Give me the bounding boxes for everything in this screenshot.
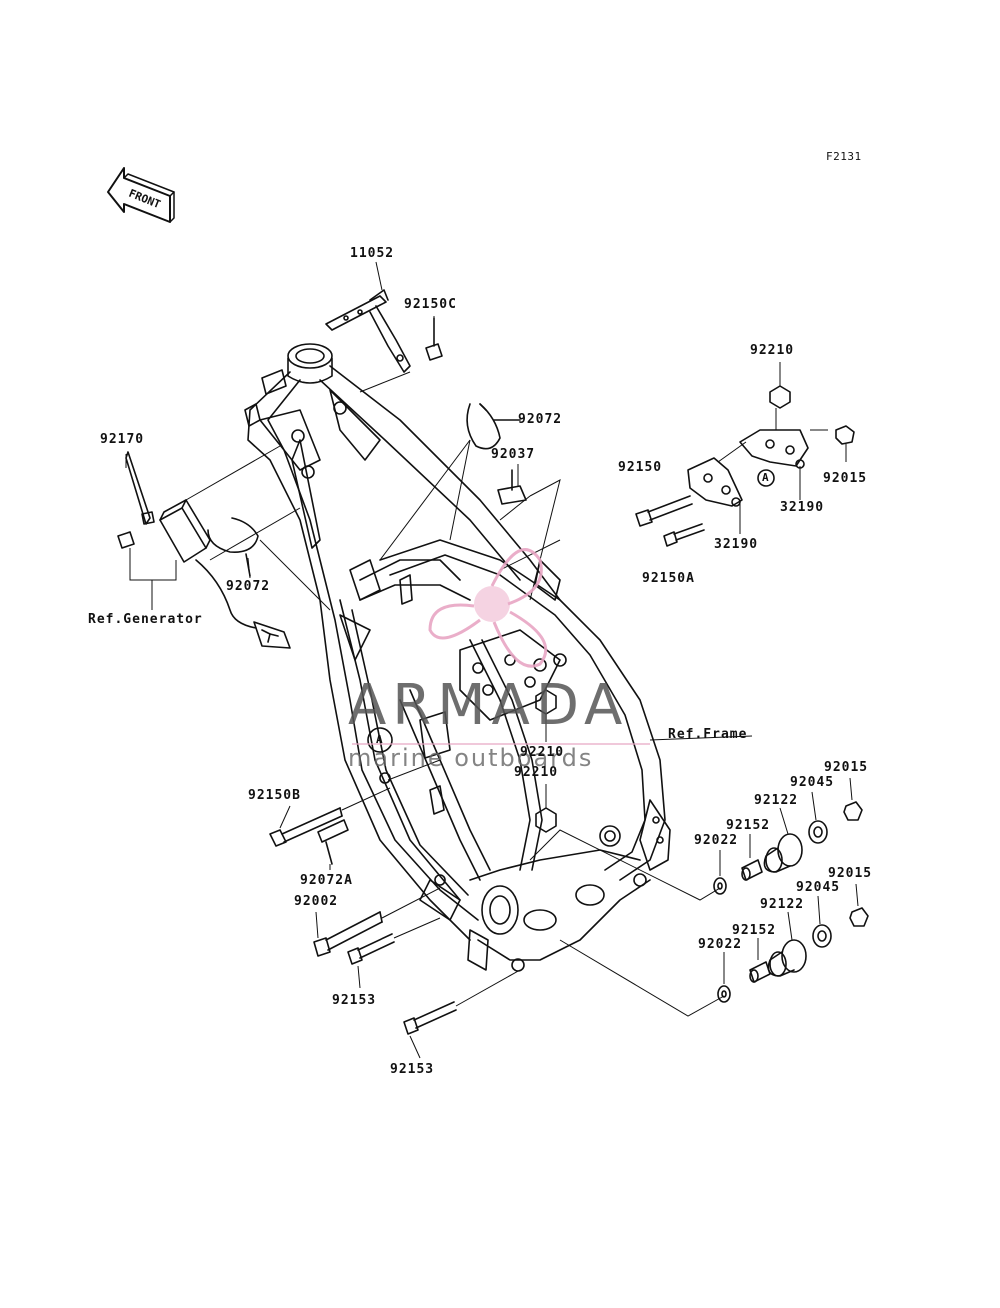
part-92150-bolts-right [635, 495, 705, 547]
part-92150B-bolt [269, 807, 343, 847]
part-label-92210-top[interactable]: 92210 [750, 343, 795, 358]
part-label-92150A[interactable]: 92150A [642, 571, 695, 586]
part-92210-nut-top [769, 385, 791, 409]
part-label-92072A[interactable]: 92072A [300, 873, 353, 888]
part-label-92072-top[interactable]: 92072 [518, 412, 563, 427]
part-label-92015-right[interactable]: 92015 [823, 471, 868, 486]
part-92022-washer-b [717, 985, 731, 1003]
part-label-92045-b[interactable]: 92045 [796, 880, 841, 895]
main-frame [244, 343, 671, 972]
part-label-92150C[interactable]: 92150C [404, 297, 457, 312]
ignition-coil [117, 499, 291, 649]
part-92015-nut-b [849, 907, 869, 927]
part-92015-nut-right [835, 425, 855, 445]
callout-marker-a-right: A [762, 471, 770, 484]
part-label-92022-b[interactable]: 92022 [698, 937, 743, 952]
part-92152-sleeve-b [749, 961, 771, 983]
part-label-92022-a[interactable]: 92022 [694, 833, 739, 848]
part-label-92152-a[interactable]: 92152 [726, 818, 771, 833]
part-label-92015-a[interactable]: 92015 [824, 760, 869, 775]
part-label-92002[interactable]: 92002 [294, 894, 339, 909]
part-92045-bearing-b [812, 924, 832, 948]
part-label-92210-mid[interactable]: 92210 [520, 745, 565, 760]
part-label-32190-a[interactable]: 32190 [780, 500, 825, 515]
watermark-logo-icon [428, 548, 548, 668]
part-92210-nut-lower [535, 807, 557, 833]
part-label-11052[interactable]: 11052 [350, 246, 395, 261]
part-32190-brackets [687, 429, 809, 507]
part-label-92170[interactable]: 92170 [100, 432, 145, 447]
part-label-92153-upper[interactable]: 92153 [332, 993, 377, 1008]
leader-lines [125, 261, 859, 1059]
part-92122-collar-a [763, 833, 803, 873]
watermark-tagline: marine outboards [348, 744, 594, 772]
part-92072A-collar [317, 819, 349, 865]
part-label-92015-b[interactable]: 92015 [828, 866, 873, 881]
part-92122-collar-b [767, 939, 807, 977]
part-92037-clamp [497, 469, 527, 505]
part-label-92122-a[interactable]: 92122 [754, 793, 799, 808]
part-label-92122-b[interactable]: 92122 [760, 897, 805, 912]
part-92210-nut-mid [535, 689, 557, 715]
part-92170-stud [125, 451, 155, 525]
watermark-brand: ARMADA [348, 673, 629, 738]
part-92152-sleeve-a [741, 859, 763, 881]
part-label-92045-a[interactable]: 92045 [790, 775, 835, 790]
part-label-92210-lower[interactable]: 92210 [514, 765, 559, 780]
front-arrow-icon: FRONT [107, 167, 175, 223]
figure-code: F2131 [826, 150, 862, 163]
part-92015-nut-a [843, 801, 863, 821]
callout-marker-a-frame: A [376, 733, 384, 746]
part-92153-bolt-lower [403, 1001, 457, 1035]
part-label-92152-b[interactable]: 92152 [732, 923, 777, 938]
ref-frame-label[interactable]: Ref.Frame [668, 727, 748, 742]
part-label-32190-b[interactable]: 32190 [714, 537, 759, 552]
part-92072-band-top [466, 403, 521, 450]
part-92153-bolt-upper [347, 933, 395, 965]
ref-generator-label[interactable]: Ref.Generator [88, 612, 203, 627]
part-label-92153-lower[interactable]: 92153 [390, 1062, 435, 1077]
part-92022-washer-a [713, 877, 727, 895]
part-label-92072-left[interactable]: 92072 [226, 579, 271, 594]
part-label-92150B[interactable]: 92150B [248, 788, 301, 803]
part-92002-bolt [313, 911, 383, 957]
part-92045-bearing-a [808, 820, 828, 844]
part-label-92150[interactable]: 92150 [618, 460, 663, 475]
part-11052-bracket [325, 289, 411, 373]
part-label-92037[interactable]: 92037 [491, 447, 536, 462]
